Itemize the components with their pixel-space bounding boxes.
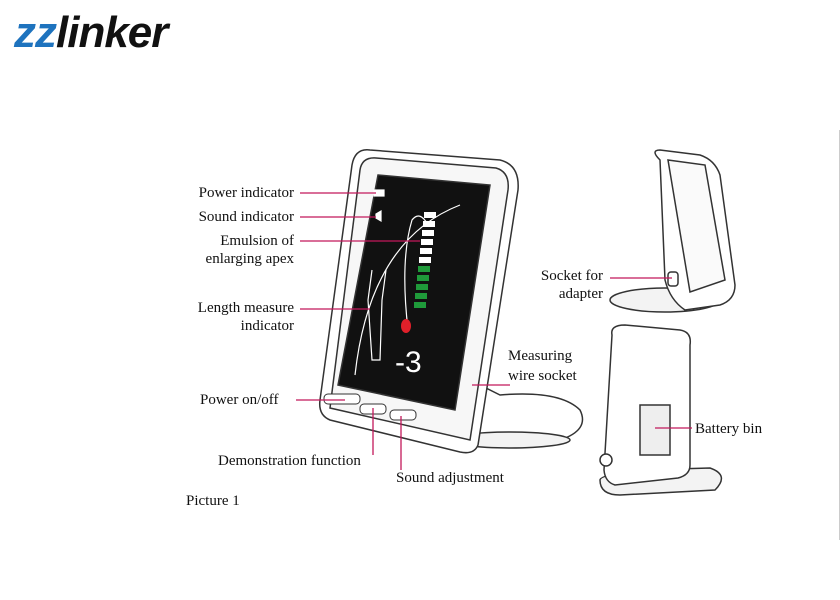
battery-bin-cover [639,404,671,456]
back-view-device [599,324,723,496]
label-sound-indicator: Sound indicator [198,209,294,225]
device-buttons [323,393,417,421]
screen-reading: -3 [395,346,422,379]
tooth-icon [367,269,387,361]
label-demonstration: Demonstration function [218,453,361,469]
figure-caption: Picture 1 [186,493,240,509]
leader-lines [296,192,692,470]
label-sound-adjustment: Sound adjustment [396,470,504,486]
label-power-onoff: Power on/off [200,392,279,408]
zzlinker-logo: zzlinker [14,8,168,57]
label-battery-bin: Battery bin [695,421,763,437]
side-view-device [609,149,736,313]
power-button[interactable] [323,393,361,405]
device-screen-content [354,189,461,376]
apex-bar-graph [401,212,436,333]
sound-button[interactable] [389,409,417,421]
label-power-indicator: Power indicator [198,185,294,201]
main-device [318,149,584,454]
